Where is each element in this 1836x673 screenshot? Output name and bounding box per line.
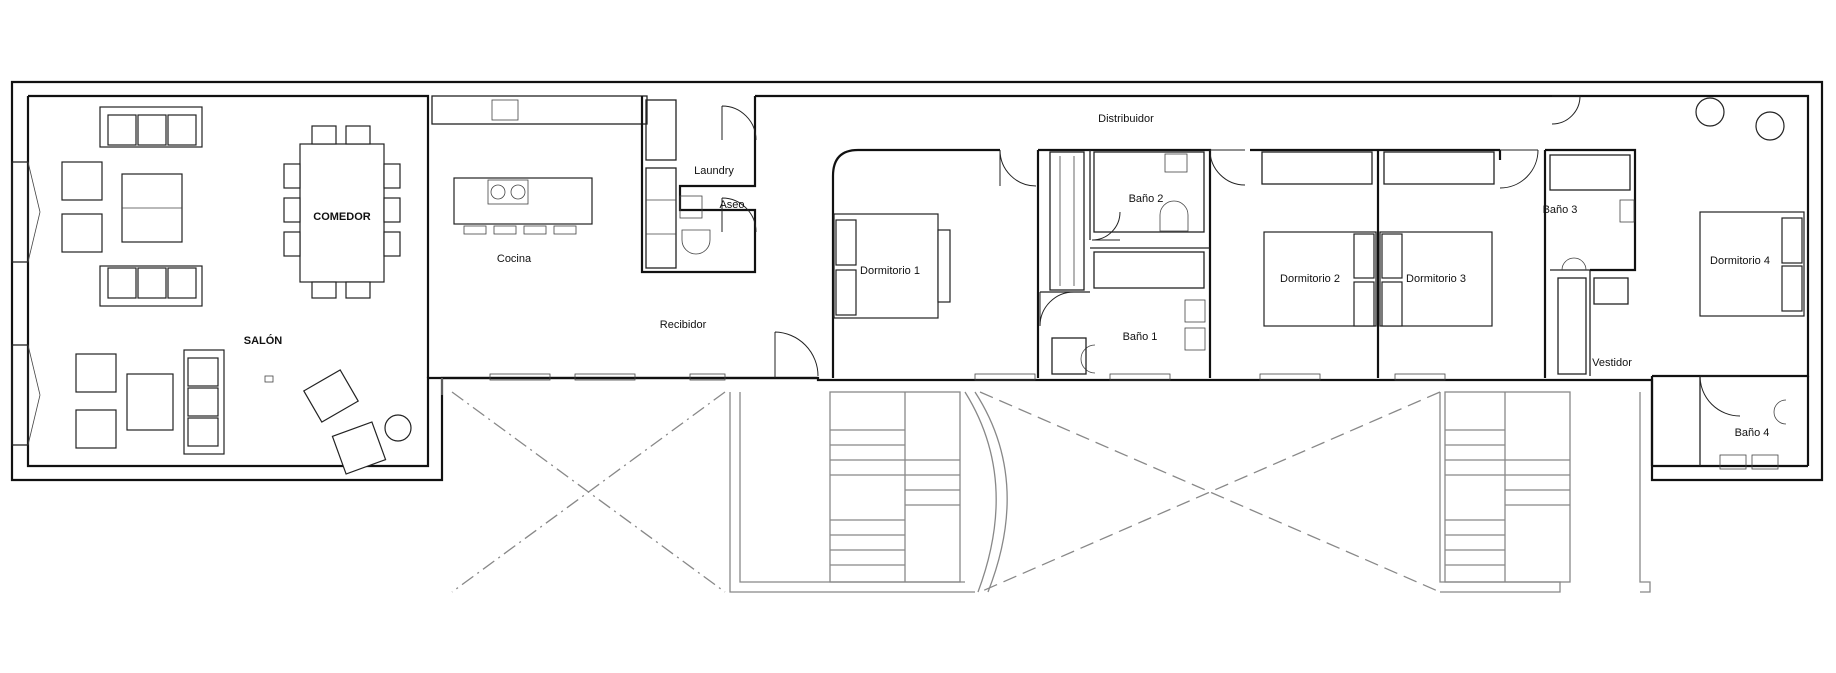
label-laundry: Laundry xyxy=(694,165,734,177)
label-dormitorio-2: Dormitorio 2 xyxy=(1280,273,1340,285)
terrace-outline xyxy=(441,378,1651,593)
label-cocina: Cocina xyxy=(497,253,532,265)
label-bano-2: Baño 2 xyxy=(1129,193,1164,205)
label-comedor: COMEDOR xyxy=(313,211,371,223)
comedor-furniture xyxy=(283,125,401,299)
closets xyxy=(1049,151,1629,375)
left-windows xyxy=(11,161,41,446)
interior-walls xyxy=(431,95,1787,470)
balcony-windows xyxy=(489,373,1446,381)
label-aseo: Aseo xyxy=(719,199,744,211)
kitchen-island xyxy=(453,177,593,235)
label-dormitorio-4: Dormitorio 4 xyxy=(1710,255,1770,267)
label-bano-1: Baño 1 xyxy=(1123,331,1158,343)
label-distribuidor: Distribuidor xyxy=(1098,113,1154,125)
beds xyxy=(833,97,1805,327)
salon-furniture xyxy=(61,106,412,475)
label-dormitorio-1: Dormitorio 1 xyxy=(860,265,920,277)
label-bano-3: Baño 3 xyxy=(1543,204,1578,216)
label-recibidor: Recibidor xyxy=(660,319,707,331)
label-vestidor: Vestidor xyxy=(1592,357,1632,369)
label-salon: SALÓN xyxy=(244,334,283,347)
room-labels: SALÓN COMEDOR Cocina Laundry Aseo Recibi… xyxy=(244,113,1770,439)
doors xyxy=(721,95,1741,417)
label-bano-4: Baño 4 xyxy=(1735,427,1770,439)
label-dormitorio-3: Dormitorio 3 xyxy=(1406,273,1466,285)
